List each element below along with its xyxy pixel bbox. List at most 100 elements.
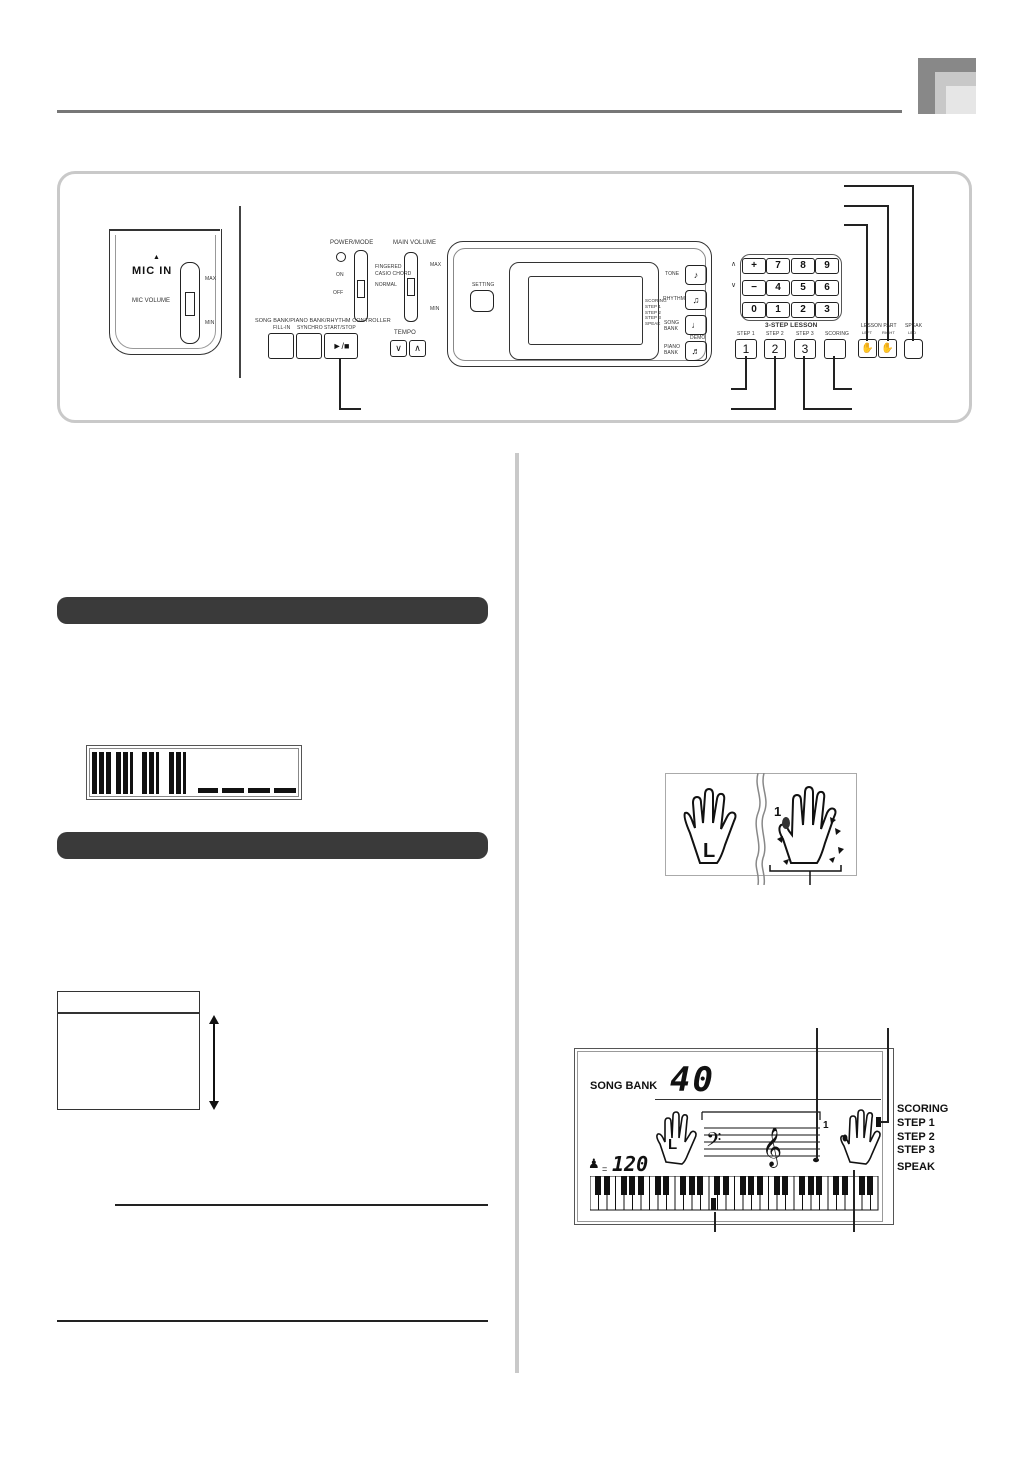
callout-line-scoring: [833, 356, 852, 390]
speak-button[interactable]: [904, 339, 923, 359]
synchro-button[interactable]: [296, 333, 322, 359]
step2-label: STEP 2: [766, 331, 784, 337]
setting-label: SETTING: [472, 282, 495, 288]
power-mode-switch[interactable]: [354, 250, 368, 322]
lcd-scoring-marker: [876, 1117, 881, 1127]
mic-in-arrow-icon: ▲: [153, 254, 160, 261]
indicator-step2: STEP 2: [645, 310, 662, 315]
key-2[interactable]: 2: [791, 302, 815, 318]
main-volume-min: MIN: [430, 306, 440, 312]
svg-text:𝄢: 𝄢: [706, 1128, 721, 1156]
callout-line-start-stop: [339, 359, 361, 410]
callout-line-speak: [844, 185, 914, 341]
synchro-label: SYNCHRO: [297, 325, 323, 331]
level-meter-display-inner: [89, 748, 299, 797]
key-5[interactable]: 5: [791, 280, 815, 296]
key-9[interactable]: 9: [815, 258, 839, 274]
lcd-indicator-speak: SPEAK: [897, 1161, 935, 1173]
lcd-illustration-inner: [577, 1051, 883, 1222]
lcd-callout-scoring: [887, 1028, 889, 1123]
mode-fingered: FINGERED: [375, 264, 402, 270]
setting-button[interactable]: [470, 290, 494, 312]
controller-label: SONG BANK/PIANO BANK/RHYTHM CONTROLLER: [255, 318, 391, 324]
step3-label: STEP 3: [796, 331, 814, 337]
note-bottom-rule: [57, 1320, 488, 1322]
tone-button[interactable]: ♪: [685, 265, 707, 285]
main-volume-max: MAX: [430, 262, 442, 268]
numpad-up-label: ∧: [731, 261, 737, 268]
fill-in-button[interactable]: [268, 333, 294, 359]
mic-volume-slider-track[interactable]: [180, 262, 200, 344]
column-divider: [515, 453, 519, 1373]
lcd-screen: [528, 276, 643, 345]
mic-section-notch: [191, 229, 220, 231]
lcd-keyboard-art: [590, 1176, 879, 1211]
scoring-label: SCORING: [825, 331, 850, 337]
metronome-icon: ♟: [588, 1156, 600, 1171]
note-top-rule: [115, 1204, 488, 1206]
speak-sub-label: LED: [908, 330, 917, 335]
key-minus[interactable]: −: [742, 280, 766, 296]
lcd-left-hand-label: L: [668, 1136, 678, 1153]
level-meter-display: [86, 745, 302, 800]
callout-line-step2: [731, 356, 776, 410]
mic-volume-slider-knob[interactable]: [185, 292, 195, 316]
start-stop-button[interactable]: ►/■: [324, 333, 358, 359]
lcd-staff-art: 𝄢 𝄞: [656, 1109, 881, 1168]
mic-section: [109, 229, 222, 355]
callout-line-lesson-right: [844, 205, 889, 341]
fingering-diagram-art: [683, 773, 844, 885]
lcd-callout-key: [714, 1212, 716, 1232]
lcd-indicator-step3: STEP 3: [897, 1144, 935, 1156]
lesson-part-label: LESSON PART: [861, 323, 897, 329]
scoring-button[interactable]: [824, 339, 846, 359]
rhythm-button[interactable]: ♫: [685, 290, 707, 310]
piano-bank-button[interactable]: ♬: [685, 341, 707, 361]
indicator-step1: STEP 1: [645, 304, 662, 309]
lesson-part-right-button[interactable]: ✋: [878, 339, 897, 358]
lcd-number: 40: [670, 1060, 715, 1100]
key-0[interactable]: 0: [742, 302, 766, 318]
lesson-part-left-button[interactable]: ✋: [858, 339, 877, 358]
svg-text:𝄞: 𝄞: [762, 1127, 782, 1168]
range-table-header-rule: [57, 1012, 200, 1014]
callout-line-step1: [731, 356, 747, 390]
level-meter-bars: [92, 752, 296, 794]
song-bank-button[interactable]: ♩: [685, 315, 707, 335]
main-volume-slider[interactable]: [404, 252, 418, 322]
lcd-callout-note: [816, 1028, 818, 1160]
key-plus[interactable]: +: [742, 258, 766, 274]
section-heading-bar-1: [57, 597, 488, 624]
power-mode-label: POWER/MODE: [330, 240, 374, 246]
fingering-finger-number: 1: [774, 804, 782, 819]
tone-label: TONE: [665, 271, 680, 277]
rhythm-label: RHYTHM: [663, 296, 685, 302]
key-7[interactable]: 7: [766, 258, 790, 274]
lcd-number-rule: [655, 1099, 881, 1100]
tempo-up-button[interactable]: ∧: [409, 340, 426, 357]
key-6[interactable]: 6: [815, 280, 839, 296]
key-1[interactable]: 1: [766, 302, 790, 318]
mic-volume-min: MIN: [205, 320, 215, 326]
mode-casio-chord: CASIO CHORD: [375, 271, 412, 277]
panel-divider: [239, 206, 241, 378]
piano-bank-label: PIANO BANK: [664, 344, 681, 356]
demo-label: DEMO: [690, 335, 706, 341]
tempo-down-button[interactable]: ∨: [390, 340, 407, 357]
main-volume-knob[interactable]: [407, 278, 415, 296]
power-mode-switch-knob[interactable]: [357, 280, 365, 298]
key-8[interactable]: 8: [791, 258, 815, 274]
header-rule: [57, 110, 902, 113]
step3-button[interactable]: 3: [794, 339, 816, 359]
key-3[interactable]: 3: [815, 302, 839, 318]
lcd-mode-text: SONG BANK: [590, 1080, 658, 1092]
numpad-frame: [740, 254, 842, 321]
key-4[interactable]: 4: [766, 280, 790, 296]
mic-in-label: MIC IN: [132, 265, 173, 277]
display-housing-inner: [453, 248, 706, 361]
tempo-label: TEMPO: [394, 330, 416, 336]
corner-tab-inner-2: [946, 86, 976, 114]
double-arrow-icon: [209, 1015, 219, 1110]
lcd-callout-hand: [853, 1170, 855, 1232]
start-stop-label: START/STOP: [324, 325, 356, 331]
